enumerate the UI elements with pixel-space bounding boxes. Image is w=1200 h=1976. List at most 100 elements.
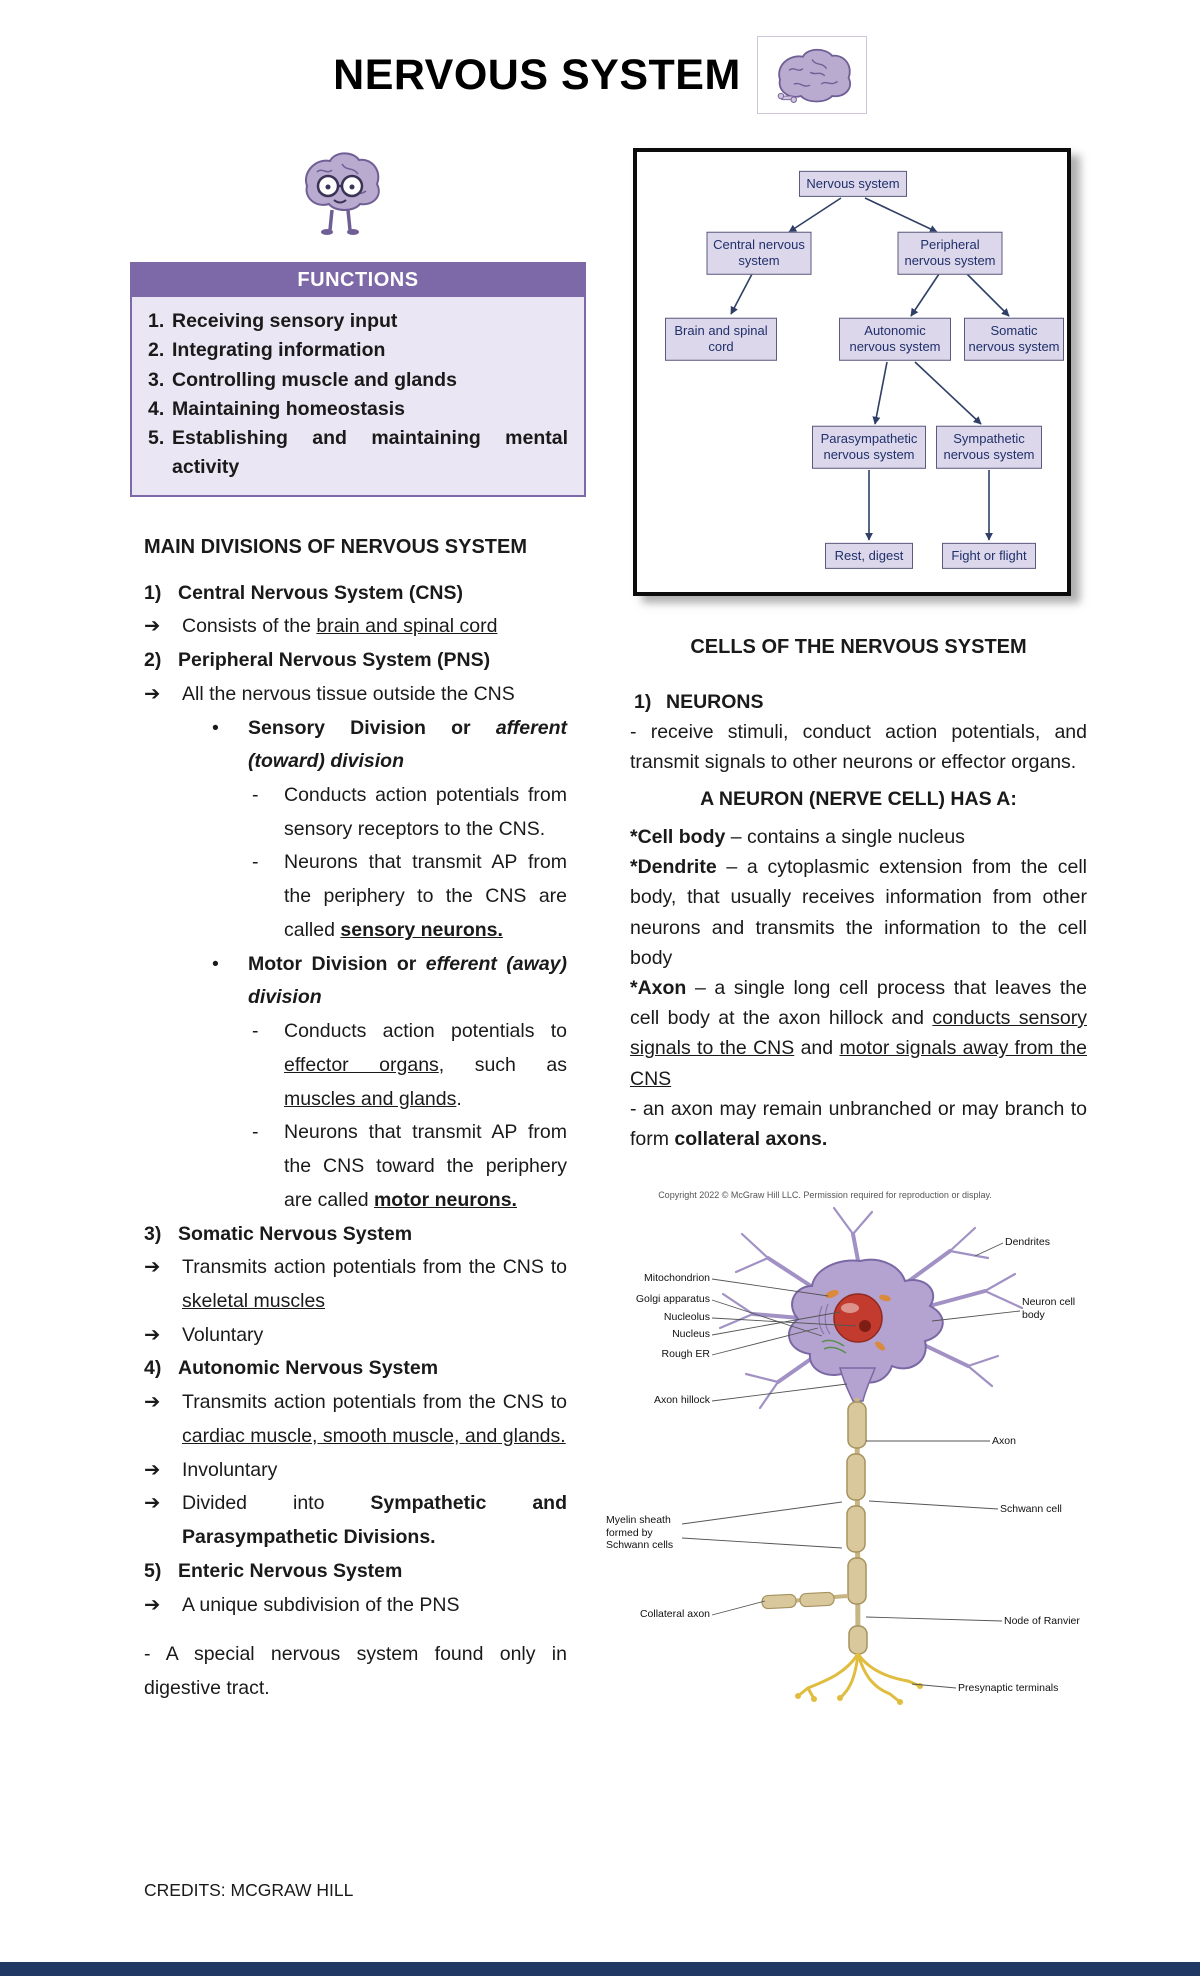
list-item: 5. Establishing and maintaining mental ac… <box>142 424 568 483</box>
flowchart-node-autonomic: Autonomic nervous system <box>839 317 951 361</box>
flowchart-node-nervous-system: Nervous system <box>799 170 907 198</box>
list-item: 2. Integrating information <box>142 336 568 365</box>
list-item: ➔ Involuntary <box>130 1454 567 1488</box>
axon-definition: *Axon – a single long cell process that … <box>630 976 1087 1090</box>
item-text: Integrating information <box>172 339 386 362</box>
dash-icon: - <box>252 784 259 806</box>
item-number: 1) <box>634 691 652 713</box>
credits-text: CREDITS: MCGRAW HILL <box>144 1880 354 1900</box>
dash-icon: - <box>252 1020 259 1043</box>
arrow-icon: ➔ <box>144 1458 161 1481</box>
list-item: - Neurons that transmit AP from the peri… <box>130 846 567 947</box>
list-item: 4. Maintaining homeostasis <box>142 395 568 424</box>
label-mitochondrion: Mitochondrion <box>644 1272 710 1284</box>
axon-note: - an axon may remain unbranched or may b… <box>630 1097 1087 1151</box>
functions-list: 1. Receiving sensory input 2. Integrating … <box>132 297 584 495</box>
list-item-autonomic: 4) Autonomic Nervous System <box>130 1352 567 1386</box>
list-item-somatic: 3) Somatic Nervous System <box>130 1218 567 1252</box>
item-number: 4) <box>144 1357 162 1380</box>
arrow-icon: ➔ <box>144 1391 161 1414</box>
label-golgi-apparatus: Golgi apparatus <box>635 1293 710 1305</box>
list-item-neurons: 1) NEURONS <box>630 687 1087 717</box>
list-item: ➔ A unique subdivision of the PNS <box>130 1589 567 1623</box>
neuron-figure: Copyright 2022 © McGraw Hill LLC. Permis… <box>560 1186 1090 1746</box>
arrow-icon: ➔ <box>144 1256 161 1279</box>
label-axon-hillock: Axon hillock <box>653 1394 710 1406</box>
item-number: 2) <box>144 649 162 672</box>
flowchart-arrows <box>730 197 1010 541</box>
item-number: 1) <box>144 581 162 604</box>
item-text: Controlling muscle and glands <box>172 368 457 391</box>
list-item: ➔ All the nervous tissue outside the CNS <box>130 678 567 712</box>
flowchart-node-parasympathetic: Parasympathetic nervous system <box>812 425 926 469</box>
neurons-description: - receive stimuli, conduct action potent… <box>630 721 1087 774</box>
flowchart-node-cns: Central nervous system <box>706 231 812 275</box>
arrow-icon: ➔ <box>144 1323 161 1346</box>
label-schwann-cell: Schwann cell <box>1000 1503 1062 1515</box>
list-item: 3. Controlling muscle and glands <box>142 366 568 395</box>
list-item: - Conducts action potentials from sensor… <box>130 779 567 846</box>
main-divisions-section: MAIN DIVISIONS OF NERVOUS SYSTEM 1) Cent… <box>130 530 567 1706</box>
dash-icon: - <box>252 1121 259 1144</box>
figure-copyright: Copyright 2022 © McGraw Hill LLC. Permis… <box>658 1190 992 1200</box>
item-number: 5. <box>148 427 165 449</box>
list-item-cns: 1) Central Nervous System (CNS) <box>130 577 567 611</box>
footer-bar <box>0 1962 1200 1976</box>
brain-icon <box>777 48 851 103</box>
item-number: 3) <box>144 1222 162 1245</box>
cell-body-definition: *Cell body – contains a single nucleus <box>630 825 965 848</box>
dendrite-definition: *Dendrite – a cytoplasmic extension from… <box>630 856 1087 969</box>
brain-image-frame <box>756 36 867 114</box>
label-node-of-ranvier: Node of Ranvier <box>1004 1615 1080 1627</box>
list-item: ➔ Divided into Sympathetic and Parasympa… <box>130 1487 567 1554</box>
label-rough-er: Rough ER <box>661 1348 710 1360</box>
item-text: Receiving sensory input <box>172 310 398 332</box>
list-item-motor: • Motor Division or efferent (away) divi… <box>130 948 567 1015</box>
list-item: ➔ Voluntary <box>130 1319 567 1353</box>
cells-section: CELLS OF THE NERVOUS SYSTEM 1) NEURONS -… <box>630 632 1087 1154</box>
label-dendrites: Dendrites <box>1005 1236 1050 1248</box>
arrow-icon: ➔ <box>144 615 161 638</box>
list-item: ➔ Transmits action potentials from the C… <box>130 1386 567 1453</box>
functions-box: FUNCTIONS 1. Receiving sensory input 2. In… <box>130 262 586 497</box>
list-item: 1. Receiving sensory input <box>142 307 568 336</box>
bullet-icon: • <box>212 716 219 739</box>
item-number: 2. <box>148 339 165 362</box>
brain-glasses-icon <box>304 152 380 235</box>
arrow-icon: ➔ <box>144 682 161 705</box>
bone-icon <box>777 92 797 103</box>
sub-heading: A NEURON (NERVE CELL) HAS A: <box>700 787 1017 810</box>
flowchart-node-rest-digest: Rest, digest <box>825 542 913 570</box>
list-item: ➔ Transmits action potentials from the C… <box>130 1251 567 1318</box>
item-text: Maintaining homeostasis <box>172 397 405 420</box>
page-title: NERVOUS SYSTEM <box>333 50 741 99</box>
section-heading: MAIN DIVISIONS OF NERVOUS SYSTEM <box>144 536 528 558</box>
section-heading: CELLS OF THE NERVOUS SYSTEM <box>690 636 1027 658</box>
item-number: 5) <box>144 1559 162 1582</box>
label-nucleolus: Nucleolus <box>663 1311 710 1323</box>
flowchart-node-somatic: Somatic nervous system <box>964 317 1064 361</box>
item-text: Establishing and maintaining mental acti… <box>172 427 568 479</box>
list-item-enteric: 5) Enteric Nervous System <box>130 1555 567 1589</box>
item-number: 3. <box>148 368 165 391</box>
label-neuron-cell-body: Neuron cell body <box>1022 1296 1076 1321</box>
dash-icon: - <box>252 851 259 874</box>
list-item: - Neurons that transmit AP from the CNS … <box>130 1116 567 1217</box>
neuron-illustration <box>681 1206 1024 1705</box>
arrow-icon: ➔ <box>144 1593 161 1616</box>
label-collateral-axon: Collateral axon <box>639 1608 710 1620</box>
functions-header: FUNCTIONS <box>132 264 584 297</box>
label-nucleus: Nucleus <box>672 1328 710 1340</box>
flowchart-node-brain-spinal-cord: Brain and spinal cord <box>665 317 777 361</box>
item-number: 4. <box>148 397 165 420</box>
label-presynaptic-terminals: Presynaptic terminals <box>958 1682 1059 1694</box>
flowchart-node-pns: Peripheral nervous system <box>897 231 1003 275</box>
label-myelin-sheath: Myelin sheath formed by Schwann cells <box>606 1514 674 1552</box>
item-number: 1. <box>148 310 165 332</box>
label-axon: Axon <box>992 1435 1016 1447</box>
bullet-icon: • <box>212 952 219 975</box>
list-item: ➔ Consists of the brain and spinal cord <box>130 610 567 644</box>
title-row: NERVOUS SYSTEM <box>0 36 1200 114</box>
flowchart-node-sympathetic: Sympathetic nervous system <box>936 425 1042 469</box>
